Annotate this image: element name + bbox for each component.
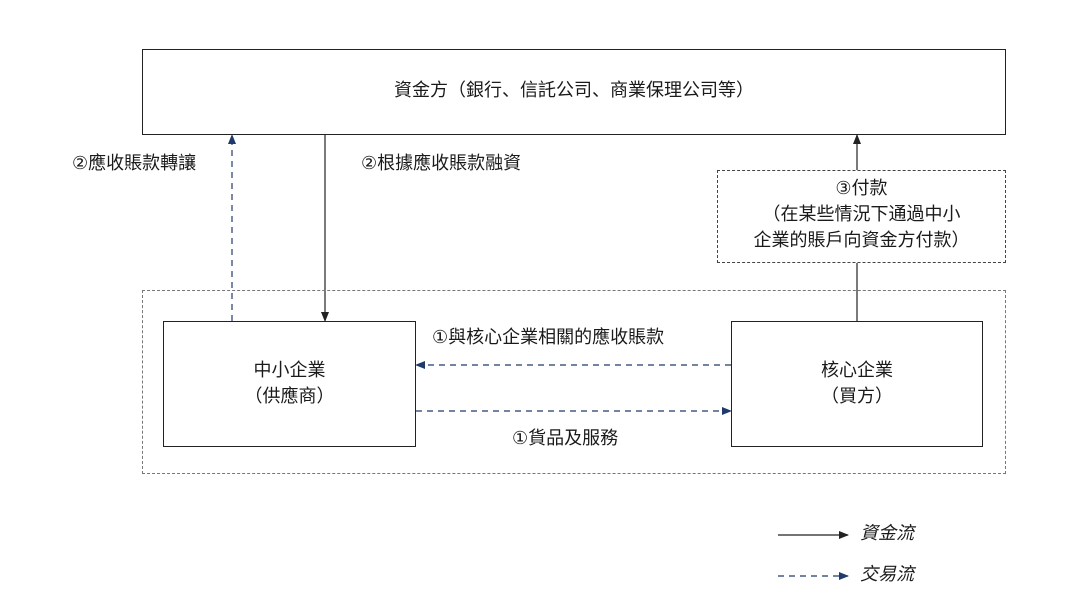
legend-capital-flow: 資金流 xyxy=(860,523,914,544)
core-enterprise-box: 核心企業 （買方） xyxy=(731,321,983,447)
receivable-core-label: ①與核心企業相關的應收賬款 xyxy=(432,327,665,348)
payment-box: ③付款 （在某些情況下通過中小 企業的賬戶向資金方付款） xyxy=(717,170,1006,263)
payment-note-line2: 企業的賬戶向資金方付款） xyxy=(753,230,970,251)
receivable-transfer-label: ②應收賬款轉讓 xyxy=(72,153,197,174)
payment-note-line1: （在某些情況下通過中小 xyxy=(762,204,961,225)
core-name: 核心企業 xyxy=(821,360,893,381)
funder-box: 資金方（銀行、信託公司、商業保理公司等） xyxy=(142,49,1006,135)
receivable-financing-label: ②根據應收賬款融資 xyxy=(361,153,522,174)
enterprise-group-frame xyxy=(142,290,1006,474)
legend-transaction-flow: 交易流 xyxy=(860,564,914,585)
funder-title: 資金方（銀行、信託公司、商業保理公司等） xyxy=(394,80,754,101)
sme-role: （供應商） xyxy=(244,386,335,407)
payment-label: ③付款 xyxy=(835,178,888,199)
goods-services-label: ①貨品及服務 xyxy=(512,428,619,449)
sme-box: 中小企業 （供應商） xyxy=(163,321,416,447)
sme-name: 中小企業 xyxy=(253,360,326,381)
core-role: （買方） xyxy=(821,386,893,407)
